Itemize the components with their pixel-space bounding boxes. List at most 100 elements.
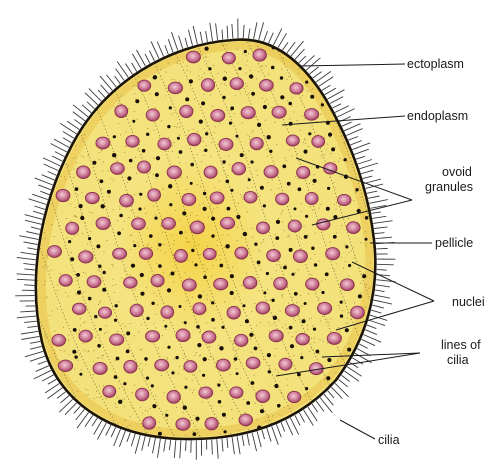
stipple-dot	[214, 328, 215, 329]
stipple-dot	[73, 177, 74, 178]
stipple-dot	[341, 47, 342, 48]
stipple-dot	[378, 152, 379, 153]
stipple-dot	[96, 391, 97, 392]
stipple-dot	[87, 56, 88, 57]
granule	[298, 187, 302, 191]
stipple-dot	[278, 319, 279, 320]
nucleus	[110, 334, 124, 345]
stipple-dot	[179, 127, 180, 128]
stipple-dot	[376, 97, 377, 98]
stipple-dot	[320, 204, 321, 205]
granule	[138, 207, 141, 210]
stipple-dot	[205, 56, 206, 57]
stipple-dot	[221, 83, 222, 84]
stipple-dot	[187, 242, 188, 243]
stipple-dot	[372, 107, 373, 108]
granule	[113, 135, 116, 138]
granule	[158, 432, 162, 436]
stipple-dot	[330, 403, 331, 404]
nucleus	[297, 167, 310, 179]
stipple-dot	[91, 35, 92, 36]
stipple-dot	[228, 156, 229, 157]
stipple-dot	[214, 126, 215, 127]
stipple-dot	[134, 288, 135, 289]
stipple-dot	[311, 274, 312, 275]
granule	[251, 381, 255, 385]
stipple-dot	[150, 172, 151, 173]
stipple-dot	[206, 131, 207, 132]
granule	[101, 204, 105, 208]
stipple-dot	[291, 156, 292, 157]
stipple-dot	[214, 187, 215, 188]
nucleus	[235, 334, 248, 346]
cilium	[299, 413, 304, 423]
stipple-dot	[113, 279, 114, 280]
stipple-dot	[36, 436, 37, 437]
nucleus	[52, 334, 66, 346]
stipple-dot	[364, 168, 365, 169]
granule	[218, 400, 222, 404]
stipple-dot	[86, 395, 87, 396]
cilium	[272, 426, 279, 444]
granule	[68, 240, 71, 243]
granule	[240, 153, 244, 157]
granule	[203, 275, 207, 279]
stipple-dot	[200, 186, 201, 187]
stipple-dot	[323, 341, 324, 342]
cilium	[101, 85, 109, 94]
stipple-dot	[360, 434, 361, 435]
stipple-dot	[187, 178, 188, 179]
stipple-dot	[137, 216, 138, 217]
stipple-dot	[362, 35, 363, 36]
stipple-dot	[55, 397, 56, 398]
stipple-dot	[85, 321, 86, 322]
stipple-dot	[155, 214, 156, 215]
nucleus	[58, 360, 72, 371]
stipple-dot	[174, 358, 175, 359]
stipple-dot	[60, 350, 61, 351]
stipple-dot	[87, 244, 88, 245]
granule	[102, 288, 106, 292]
stipple-dot	[50, 61, 51, 62]
stipple-dot	[241, 197, 242, 198]
granule	[230, 291, 234, 295]
stipple-dot	[306, 417, 307, 418]
stipple-dot	[37, 182, 38, 183]
stipple-dot	[219, 190, 220, 191]
stipple-dot	[292, 297, 293, 298]
stipple-dot	[174, 112, 175, 113]
granule	[290, 344, 294, 348]
stipple-dot	[217, 240, 218, 241]
stipple-dot	[234, 355, 235, 356]
stipple-dot	[280, 439, 281, 440]
nucleus	[286, 135, 299, 146]
nucleus	[120, 194, 134, 207]
stipple-dot	[103, 355, 104, 356]
cilium	[344, 124, 360, 131]
granule	[75, 187, 79, 191]
cilium	[188, 30, 192, 46]
nucleus	[202, 331, 216, 343]
granule	[146, 133, 149, 136]
stipple-dot	[375, 340, 376, 341]
stipple-dot	[258, 432, 259, 433]
stipple-dot	[214, 132, 215, 133]
stipple-dot	[334, 269, 335, 270]
stipple-dot	[66, 339, 67, 340]
granule	[230, 189, 233, 192]
stipple-dot	[136, 119, 137, 120]
stipple-dot	[242, 199, 243, 200]
stipple-dot	[248, 177, 249, 178]
granule	[355, 188, 358, 191]
stipple-dot	[251, 228, 252, 229]
label-lines-of: lines of	[441, 338, 481, 352]
stipple-dot	[296, 302, 297, 303]
stipple-dot	[107, 240, 108, 241]
stipple-dot	[204, 73, 205, 74]
stipple-dot	[217, 245, 218, 246]
stipple-dot	[45, 81, 46, 82]
nucleus	[182, 279, 196, 291]
stipple-dot	[272, 415, 273, 416]
granule	[135, 99, 139, 103]
stipple-dot	[49, 52, 50, 53]
